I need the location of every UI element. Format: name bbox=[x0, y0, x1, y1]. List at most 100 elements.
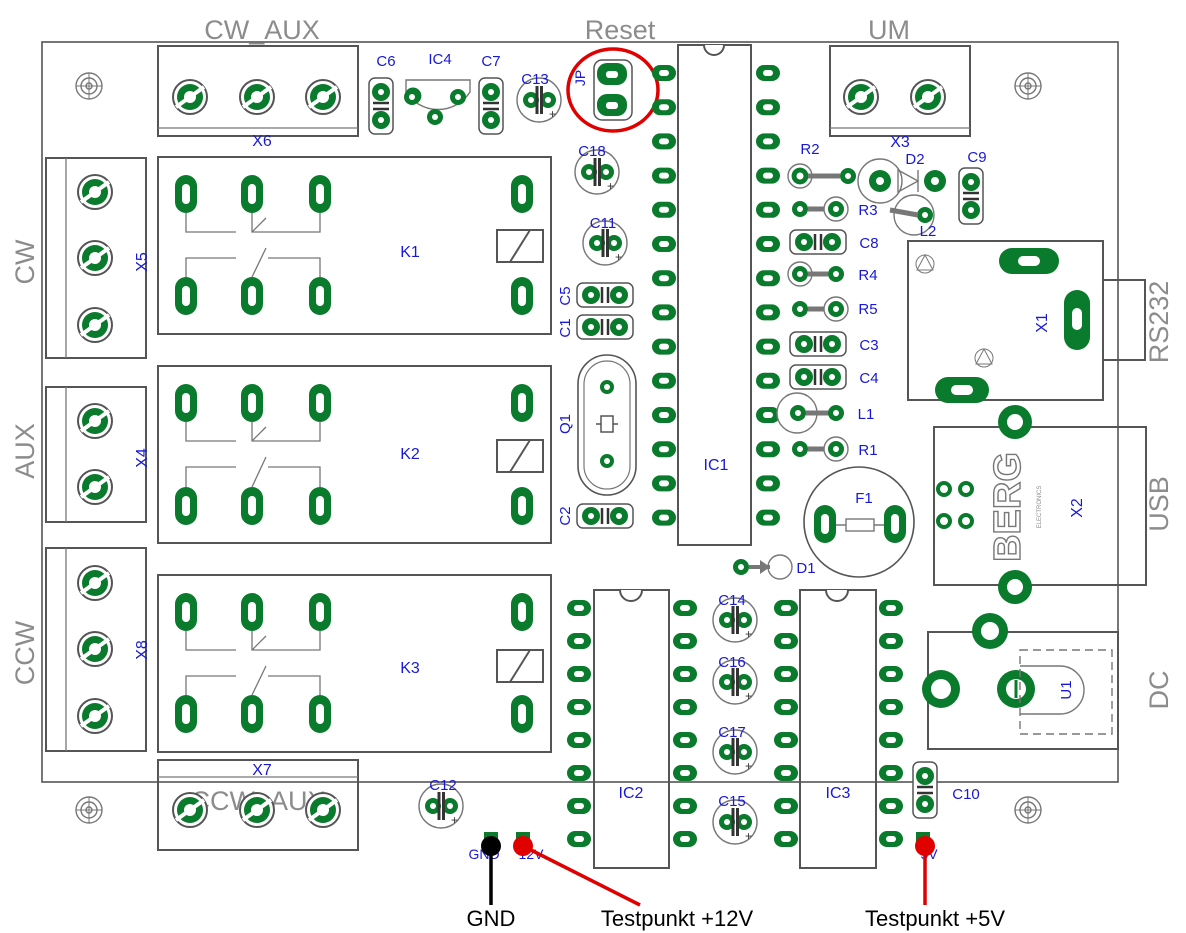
ic-pin-pad bbox=[652, 270, 676, 287]
ic-pin-pad bbox=[756, 304, 780, 321]
ic-pin-pad bbox=[673, 765, 697, 781]
ic-pin-pad bbox=[774, 666, 798, 682]
ic-pin-pad bbox=[652, 99, 676, 116]
ic-pin-pad bbox=[673, 633, 697, 649]
ic-pin-pad bbox=[756, 270, 780, 287]
diode-d2: D2 bbox=[857, 151, 946, 204]
ic-pin-pad bbox=[774, 633, 798, 649]
ic-pin-pad bbox=[567, 666, 591, 682]
label-reset: Reset bbox=[585, 15, 656, 45]
testpoint-gnd-marker bbox=[481, 836, 501, 905]
testpoint-5v-label: Testpunkt +5V bbox=[865, 906, 1005, 931]
svg-text:U1: U1 bbox=[1058, 680, 1075, 699]
svg-text:R1: R1 bbox=[858, 442, 877, 459]
label-dc: DC bbox=[1144, 671, 1174, 710]
ic-pin-pad bbox=[652, 304, 676, 321]
ic-pin-pad bbox=[774, 600, 798, 616]
ic-pin-pad bbox=[652, 167, 676, 184]
ic-pin-pad bbox=[774, 699, 798, 715]
resistor-r4: R4 bbox=[787, 261, 878, 287]
svg-text:C6: C6 bbox=[376, 53, 395, 70]
relay-k1: K1 bbox=[157, 156, 552, 335]
ic-pin-pad bbox=[567, 633, 591, 649]
inductor-l2: L2 bbox=[889, 194, 936, 240]
svg-text:C17: C17 bbox=[718, 724, 746, 741]
ic-pin-pad bbox=[673, 600, 697, 616]
usb-connector-x2: BERG ELECTRONICS X2 bbox=[933, 405, 1147, 604]
ic-pin-pad bbox=[879, 666, 903, 682]
label-rs232: RS232 bbox=[1144, 281, 1174, 364]
ic-pin-pad bbox=[756, 133, 780, 150]
svg-text:R3: R3 bbox=[858, 202, 877, 219]
ic2-driver: IC2 bbox=[593, 589, 670, 869]
label-x6: X6 bbox=[252, 133, 272, 150]
svg-text:F1: F1 bbox=[855, 490, 873, 507]
ic-pin-pad bbox=[652, 407, 676, 423]
label-usb: USB bbox=[1144, 476, 1174, 532]
ic-pin-pad bbox=[756, 372, 780, 389]
ic-pin-pad bbox=[756, 167, 780, 184]
ic3-driver: IC3 bbox=[799, 589, 877, 869]
ic-pin-pad bbox=[879, 699, 903, 715]
ic-pin-pad bbox=[567, 732, 591, 748]
svg-text:L1: L1 bbox=[858, 406, 875, 423]
svg-text:IC1: IC1 bbox=[704, 457, 729, 474]
ic-pin-pad bbox=[567, 765, 591, 781]
ic-pin-pad bbox=[567, 600, 591, 616]
relay-k2: K2 bbox=[157, 365, 552, 544]
ic-pin-pad bbox=[673, 732, 697, 748]
svg-text:IC2: IC2 bbox=[619, 785, 644, 802]
resistor-r2: R2 bbox=[787, 141, 856, 189]
ic-pin-pad bbox=[879, 831, 903, 847]
ic-pin-pad bbox=[756, 201, 780, 218]
svg-text:D1: D1 bbox=[796, 560, 815, 577]
ic-pin-pad bbox=[774, 765, 798, 781]
ic-pin-pad bbox=[673, 798, 697, 814]
label-x4: X4 bbox=[134, 448, 151, 468]
ic-pin-pad bbox=[652, 441, 676, 458]
svg-text:C8: C8 bbox=[859, 235, 878, 252]
ic-pin-pad bbox=[879, 732, 903, 748]
svg-text:X1: X1 bbox=[1034, 313, 1051, 333]
ic-pin-pad bbox=[673, 666, 697, 682]
svg-text:R2: R2 bbox=[800, 141, 819, 158]
svg-text:C14: C14 bbox=[718, 592, 746, 609]
ic-pin-pad bbox=[756, 99, 780, 116]
resistor-r5: R5 bbox=[792, 296, 878, 322]
label-aux: AUX bbox=[10, 423, 40, 479]
svg-text:ELECTRONICS: ELECTRONICS bbox=[1037, 486, 1043, 529]
testpoint-gnd-label: GND bbox=[467, 906, 516, 931]
testpoint-12v-marker bbox=[513, 836, 641, 907]
ic-pin-pad bbox=[567, 831, 591, 847]
rs232-connector-x1: X1 bbox=[907, 240, 1146, 403]
ic-pin-pad bbox=[652, 338, 676, 355]
label-ccw: CCW bbox=[10, 620, 40, 685]
svg-text:C9: C9 bbox=[967, 149, 986, 166]
ic-pin-pad bbox=[567, 798, 591, 814]
ic-pin-pad bbox=[879, 798, 903, 814]
diode-d1: D1 bbox=[733, 554, 816, 580]
fuse-f1: F1 bbox=[803, 466, 915, 578]
ic-pin-pad bbox=[673, 699, 697, 715]
regulator-ic4: IC4 bbox=[404, 51, 471, 125]
ic-pin-pad bbox=[774, 732, 798, 748]
svg-text:C5: C5 bbox=[557, 286, 574, 305]
svg-text:K2: K2 bbox=[400, 446, 420, 463]
resistor-r3: R3 bbox=[792, 196, 878, 222]
svg-text:BERG: BERG bbox=[987, 452, 1029, 562]
svg-text:R4: R4 bbox=[858, 267, 877, 284]
ic-pin-pad bbox=[652, 372, 676, 389]
label-x5: X5 bbox=[134, 252, 151, 272]
ic-pin-pad bbox=[673, 831, 697, 847]
ic-pin-pad bbox=[756, 236, 780, 252]
svg-text:C3: C3 bbox=[859, 337, 878, 354]
ic-pin-pad bbox=[652, 133, 676, 150]
svg-text:R5: R5 bbox=[858, 301, 877, 318]
svg-text:C15: C15 bbox=[718, 793, 746, 810]
svg-text:C13: C13 bbox=[521, 71, 549, 88]
svg-text:C16: C16 bbox=[718, 654, 746, 671]
ic-pin-pad bbox=[774, 831, 798, 847]
resistor-r1: R1 bbox=[792, 436, 878, 462]
testpoint-12v-label: Testpunkt +12V bbox=[601, 906, 754, 931]
